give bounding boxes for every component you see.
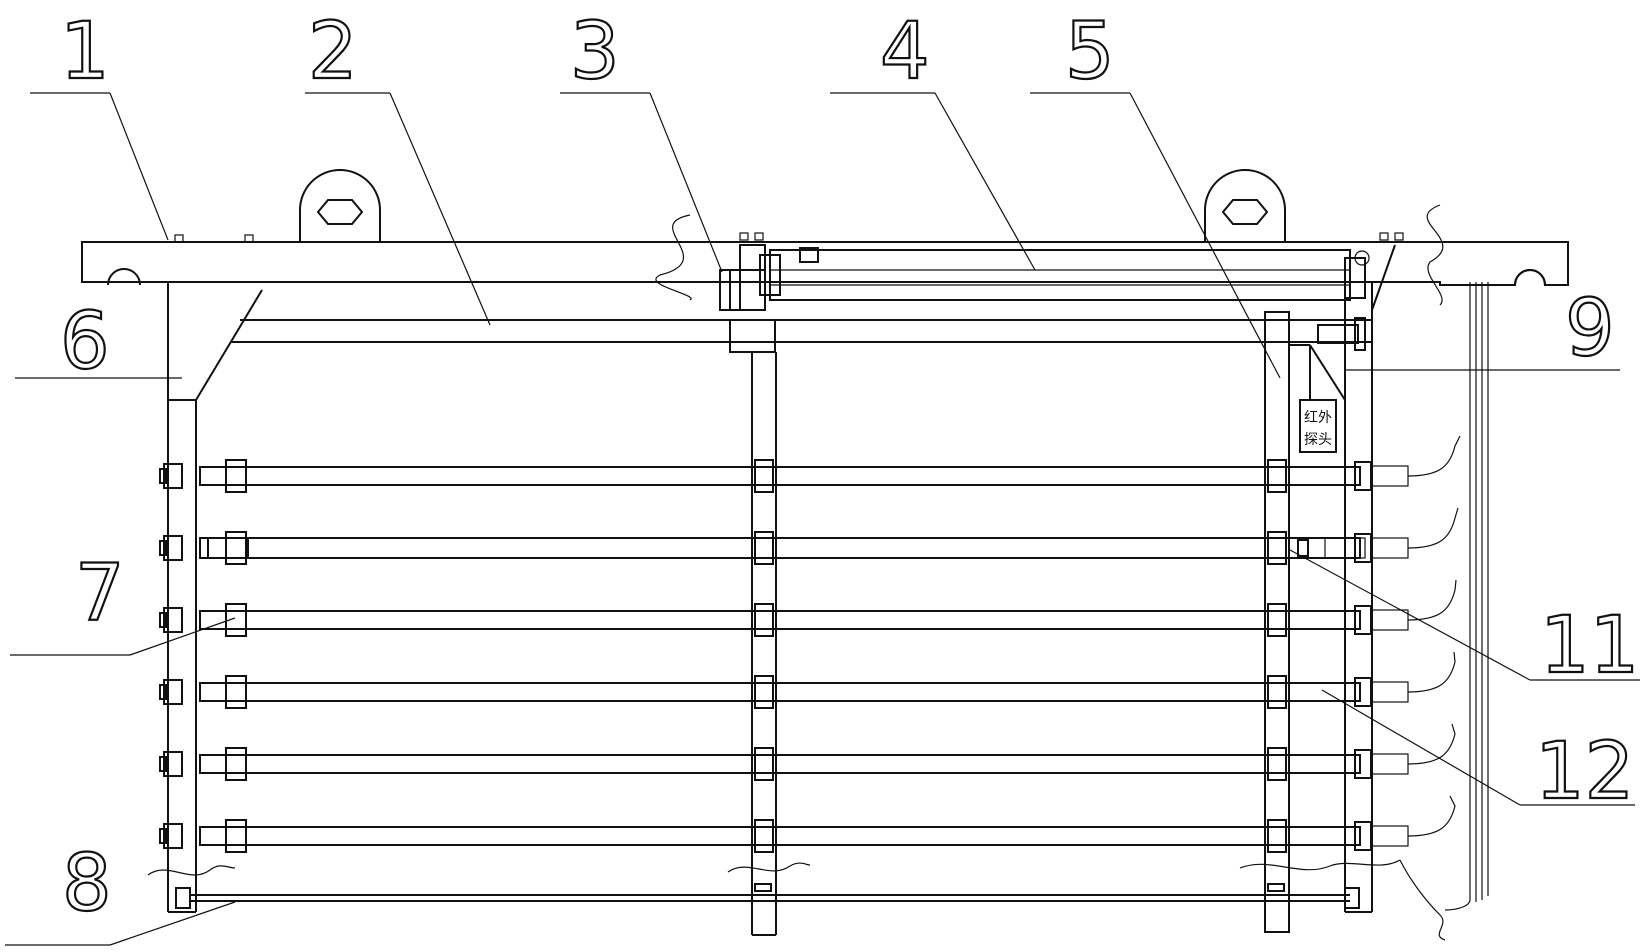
tube-cable xyxy=(1407,507,1459,549)
tube-connector xyxy=(1354,677,1372,707)
tube-end-nut xyxy=(159,828,167,844)
middle-support xyxy=(751,352,777,936)
tube-end-fitting xyxy=(163,463,183,489)
callout-2: 2 xyxy=(308,7,358,97)
tube-connector xyxy=(1354,749,1372,779)
tube-cable xyxy=(1407,723,1456,765)
tube-cable xyxy=(1407,435,1461,477)
tube-cable-sleeve xyxy=(1371,609,1409,631)
tube-clamp xyxy=(1267,603,1287,637)
callout-5: 5 xyxy=(1065,7,1115,97)
cylinder xyxy=(729,247,1370,311)
tube xyxy=(199,826,1361,846)
tube-clamp xyxy=(1267,531,1287,565)
tube-end-nut xyxy=(159,684,167,700)
right-frame xyxy=(1344,244,1396,913)
tube-cable-sleeve xyxy=(1371,681,1409,703)
break-marks xyxy=(147,859,1446,941)
tube-clamp xyxy=(1267,459,1287,493)
sensor-block xyxy=(1297,539,1309,557)
tube-end-fitting xyxy=(163,607,183,633)
probe-label-top: 红外 xyxy=(1304,410,1332,426)
callout-11: 11 xyxy=(1540,601,1639,691)
tube-clamp xyxy=(1267,747,1287,781)
callout-4: 4 xyxy=(880,7,930,97)
lifting-lug-left xyxy=(299,169,381,242)
tube-clamp xyxy=(225,747,247,781)
tube-clamp xyxy=(754,459,774,493)
callout-7: 7 xyxy=(75,549,125,639)
tube-clamp xyxy=(1267,819,1287,853)
tube-end-nut xyxy=(159,756,167,772)
tube-connector xyxy=(1354,533,1372,563)
leader-lines xyxy=(5,92,1640,946)
tube-inner-sleeve xyxy=(207,537,249,559)
callout-6: 6 xyxy=(60,297,110,387)
callout-numbers: 1 2 3 4 5 6 7 8 9 11 12 xyxy=(59,6,1640,930)
tube-end-nut xyxy=(159,468,167,484)
infrared-probe: 红外 探头 xyxy=(1299,317,1366,453)
tube-cable xyxy=(1407,651,1456,693)
tube-clamp xyxy=(754,603,774,637)
tube-clamp xyxy=(754,675,774,709)
tube xyxy=(199,466,1361,486)
tube-clamp xyxy=(225,603,247,637)
tube-cable-sleeve xyxy=(1371,465,1409,487)
tube-cable-sleeve xyxy=(1371,537,1409,559)
tube-cable xyxy=(1407,579,1457,621)
tube-end-nut xyxy=(159,540,167,556)
tube-connector xyxy=(1354,605,1372,635)
tube-clamp xyxy=(1267,675,1287,709)
probe-label-bottom: 探头 xyxy=(1304,432,1332,448)
tube-cable-sleeve xyxy=(1324,537,1366,559)
callout-1: 1 xyxy=(60,7,110,97)
tube-clamp xyxy=(225,819,247,853)
tube-end-fitting xyxy=(163,679,183,705)
callout-8: 8 xyxy=(62,839,112,929)
callout-3: 3 xyxy=(570,7,620,97)
tube-cable-sleeve xyxy=(1371,753,1409,775)
mounting-bracket xyxy=(655,204,1444,353)
tube xyxy=(199,682,1361,702)
tube-clamp xyxy=(225,675,247,709)
tube xyxy=(199,537,1361,559)
callout-12: 12 xyxy=(1535,727,1634,817)
lifting-lug-right xyxy=(1204,169,1286,242)
tube xyxy=(199,610,1361,630)
tube-clamp xyxy=(754,819,774,853)
left-frame xyxy=(167,282,263,913)
tube-clamp xyxy=(225,459,247,493)
tube-connector xyxy=(1354,461,1372,491)
top-bolts xyxy=(174,232,1404,243)
guide-rail xyxy=(230,319,1372,343)
tube-cable-sleeve xyxy=(1371,825,1409,847)
tube-end-fitting xyxy=(163,823,183,849)
top-beam xyxy=(81,241,1569,286)
tube-group xyxy=(159,459,1409,853)
tube-clamp xyxy=(754,747,774,781)
cable-bundle xyxy=(1407,282,1489,911)
tube-cable xyxy=(1407,795,1456,837)
callout-9: 9 xyxy=(1565,284,1615,374)
tube-end-nut xyxy=(159,612,167,628)
tie-rod xyxy=(175,883,1360,909)
tube-end-fitting xyxy=(163,751,183,777)
tube-clamp xyxy=(225,531,247,565)
tube-clamp xyxy=(754,531,774,565)
tube-connector xyxy=(1354,821,1372,851)
tube xyxy=(199,754,1361,774)
right-support xyxy=(1264,311,1346,933)
tube-end-fitting xyxy=(163,535,183,561)
